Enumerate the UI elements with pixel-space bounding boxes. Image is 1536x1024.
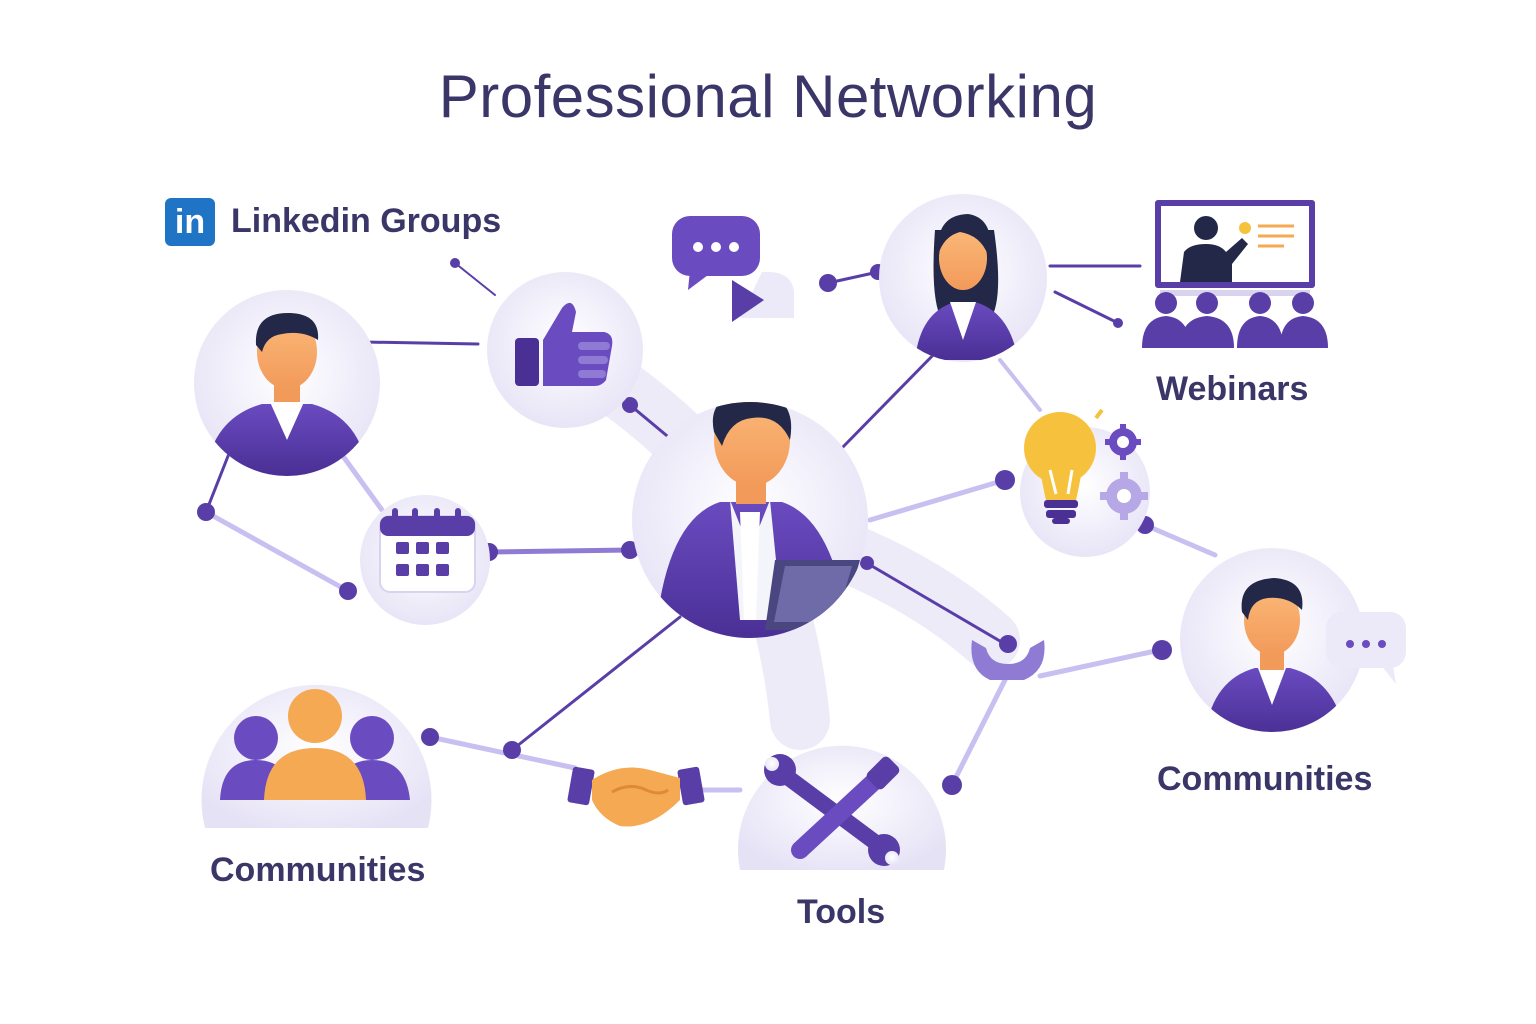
group-icon [220,689,410,800]
linkedin-groups-label: Linkedin Groups [231,202,502,240]
person-avatar [655,402,860,638]
thumbs-up-icon [515,302,613,386]
communities-label-right: Communities [1157,760,1373,798]
hub-connector-icon [971,640,1045,680]
communities-node-left [201,684,432,828]
person-node-right [1180,548,1406,732]
idea-node [1020,408,1150,557]
tools-icon [764,754,900,866]
page-title: Professional Networking [438,63,1098,130]
tools-node [738,745,946,870]
person-avatar [915,214,1018,360]
calendar-node [360,495,490,625]
calendar-icon [379,508,476,593]
person-node-center [632,402,868,638]
chat-bubble-node [672,216,794,322]
person-node-top-left [194,290,380,476]
handshake-icon [567,766,705,827]
gear-icon [1100,424,1148,520]
person-avatar [205,312,368,476]
chat-bubble-icon [672,216,764,322]
linkedin-icon: in [165,198,215,246]
lightbulb-icon [1024,408,1104,524]
connector-lines [203,262,1218,793]
chat-bubble-icon [1326,612,1406,684]
tools-label: Tools [797,893,886,931]
person-avatar [1205,578,1345,732]
person-node-top-woman [879,194,1047,362]
webinars-label: Webinars [1156,370,1309,408]
webinar-screen-icon [1142,200,1328,348]
communities-label-left: Communities [210,851,426,889]
thumbs-up-node [487,272,643,428]
